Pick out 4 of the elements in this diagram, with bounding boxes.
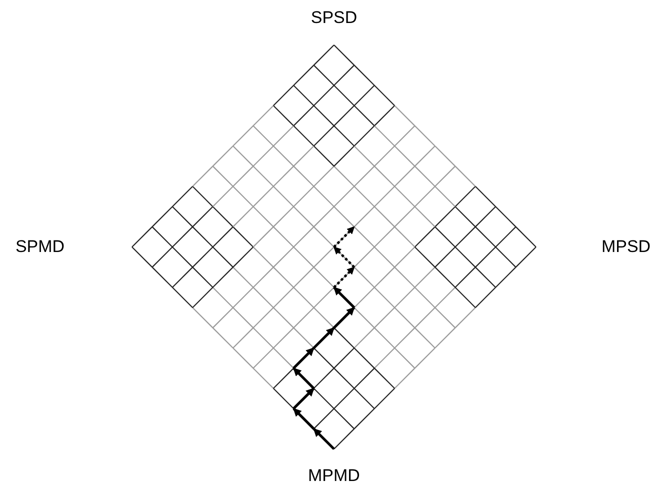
corner-label: SPSD (310, 8, 358, 28)
corner-label: MPMD (308, 466, 360, 486)
corner-label: SPMD (15, 237, 65, 257)
corner-label: MPSD (601, 237, 651, 257)
